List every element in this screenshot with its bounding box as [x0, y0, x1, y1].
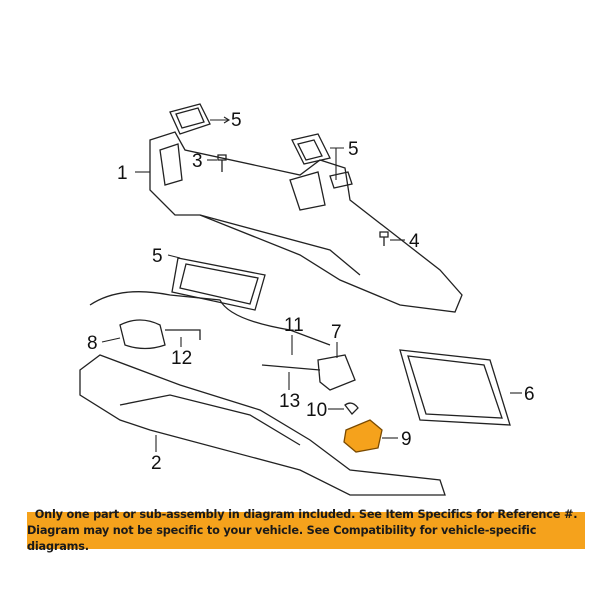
callout-2: 2 — [151, 453, 162, 474]
callout-4: 4 — [409, 231, 420, 252]
duct-assembly-part-1 — [149, 131, 463, 313]
callout-1: 1 — [117, 163, 128, 184]
callout-9: 9 — [401, 429, 412, 450]
clip-part-10 — [344, 402, 359, 415]
callout-5-right: 5 — [348, 139, 359, 160]
seal-part-6 — [399, 349, 511, 426]
seal-part-5-left — [171, 257, 266, 311]
callout-10: 10 — [306, 400, 328, 421]
callout-5-top: 5 — [231, 110, 242, 131]
lower-duct-part-2 — [79, 354, 446, 496]
screw-part-4 — [379, 231, 389, 246]
seal-part-5-top — [169, 103, 211, 135]
disclaimer-banner: Only one part or sub-assembly in diagram… — [27, 508, 585, 553]
seal-part-5-right — [291, 133, 353, 189]
callout-6: 6 — [524, 384, 535, 405]
actuator-part-8 — [119, 319, 166, 350]
screw-part-3 — [217, 154, 227, 172]
part-9-highlighted — [343, 419, 383, 453]
disclaimer-line-2: Diagram may not be specific to your vehi… — [27, 523, 537, 553]
callout-8: 8 — [87, 333, 98, 354]
actuator-part-7 — [317, 354, 356, 391]
cable — [89, 291, 331, 346]
callout-5-left: 5 — [152, 246, 163, 267]
callout-3: 3 — [192, 151, 203, 172]
callout-12: 12 — [171, 348, 193, 369]
callout-7: 7 — [331, 322, 342, 343]
callout-13: 13 — [279, 391, 301, 412]
disclaimer-line-1: Only one part or sub-assembly in diagram… — [34, 507, 578, 521]
callout-11: 11 — [284, 315, 304, 336]
